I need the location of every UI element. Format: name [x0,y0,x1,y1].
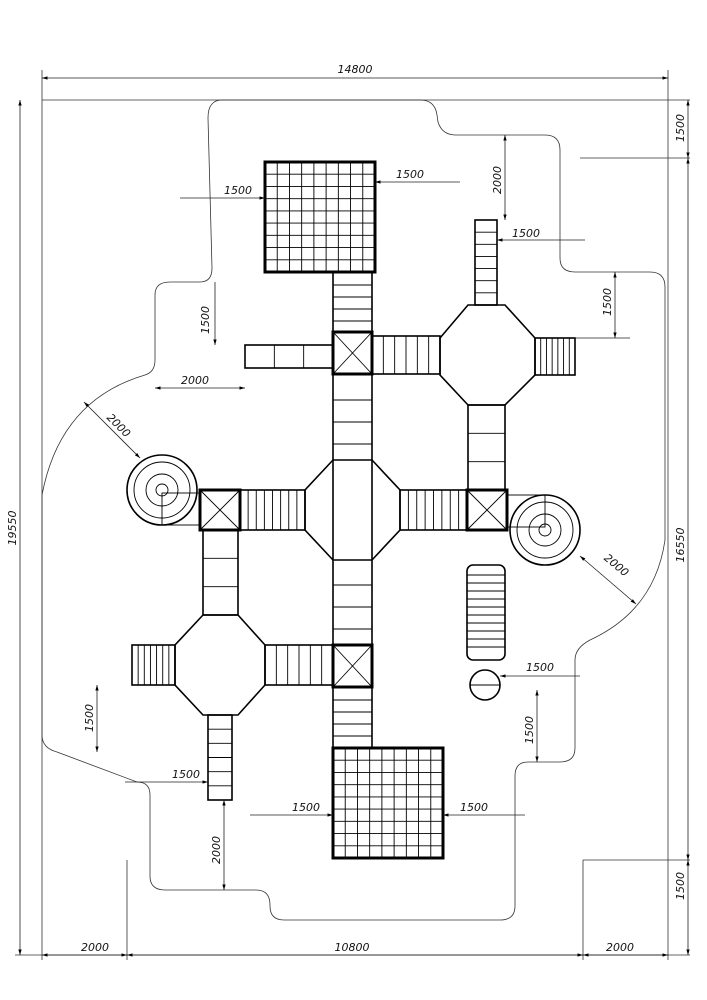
climbing-net-top [263,160,377,274]
bridge-section [474,219,498,306]
dim-label: 1500 [292,801,320,814]
dim-label: 2000 [491,166,504,194]
dim-label: 1500 [526,661,554,674]
dim-label: 2000 [104,411,133,440]
dim-label: 2000 [181,374,209,387]
dim-label: 1500 [601,288,614,316]
central-walkway [332,271,373,749]
bridge-section [244,344,334,369]
platform-right [439,304,536,406]
bridge-section [467,404,506,491]
dim-right-top: 1500 [674,114,687,142]
dim-bottom-left: 2000 [81,941,109,954]
dim-label: 1500 [396,168,424,181]
bridges [131,219,576,801]
platform-central [304,459,401,561]
tower-left [198,488,242,532]
dim-label: 1500 [172,768,200,781]
dim-label: 1500 [83,704,96,732]
spiral-slide-left [126,454,201,526]
dim-label: 1500 [512,227,540,240]
dim-label: 1500 [199,306,212,334]
bridge-section [202,529,239,616]
dim-label: 1500 [523,716,536,744]
dim-right-bottom: 1500 [674,872,687,900]
dim-label: 2000 [210,836,223,864]
safety-zone-outline [41,99,666,921]
dim-label: 1500 [460,801,488,814]
straight-slide [466,564,506,701]
spiral-slide-right [506,494,581,566]
tower-right [465,488,509,532]
platform-left [174,614,266,716]
dimension-lines [18,76,690,957]
dim-bottom-middle: 10800 [335,941,370,954]
dim-overall-height: 19550 [6,511,19,546]
dim-label: 2000 [601,551,631,579]
tower-lower [331,643,374,689]
bridge-section [131,644,176,686]
dim-label: 1500 [224,184,252,197]
dim-right-middle: 16550 [674,528,687,563]
dim-overall-width: 14800 [338,63,373,76]
climbing-net-bottom [331,746,445,860]
tower-upper [331,330,374,376]
bridge-section [534,337,576,376]
dim-bottom-right: 2000 [606,941,634,954]
dimension-labels: 14800 19550 1500 16550 1500 2000 10800 2… [6,63,687,954]
outer-boundary [15,70,690,960]
